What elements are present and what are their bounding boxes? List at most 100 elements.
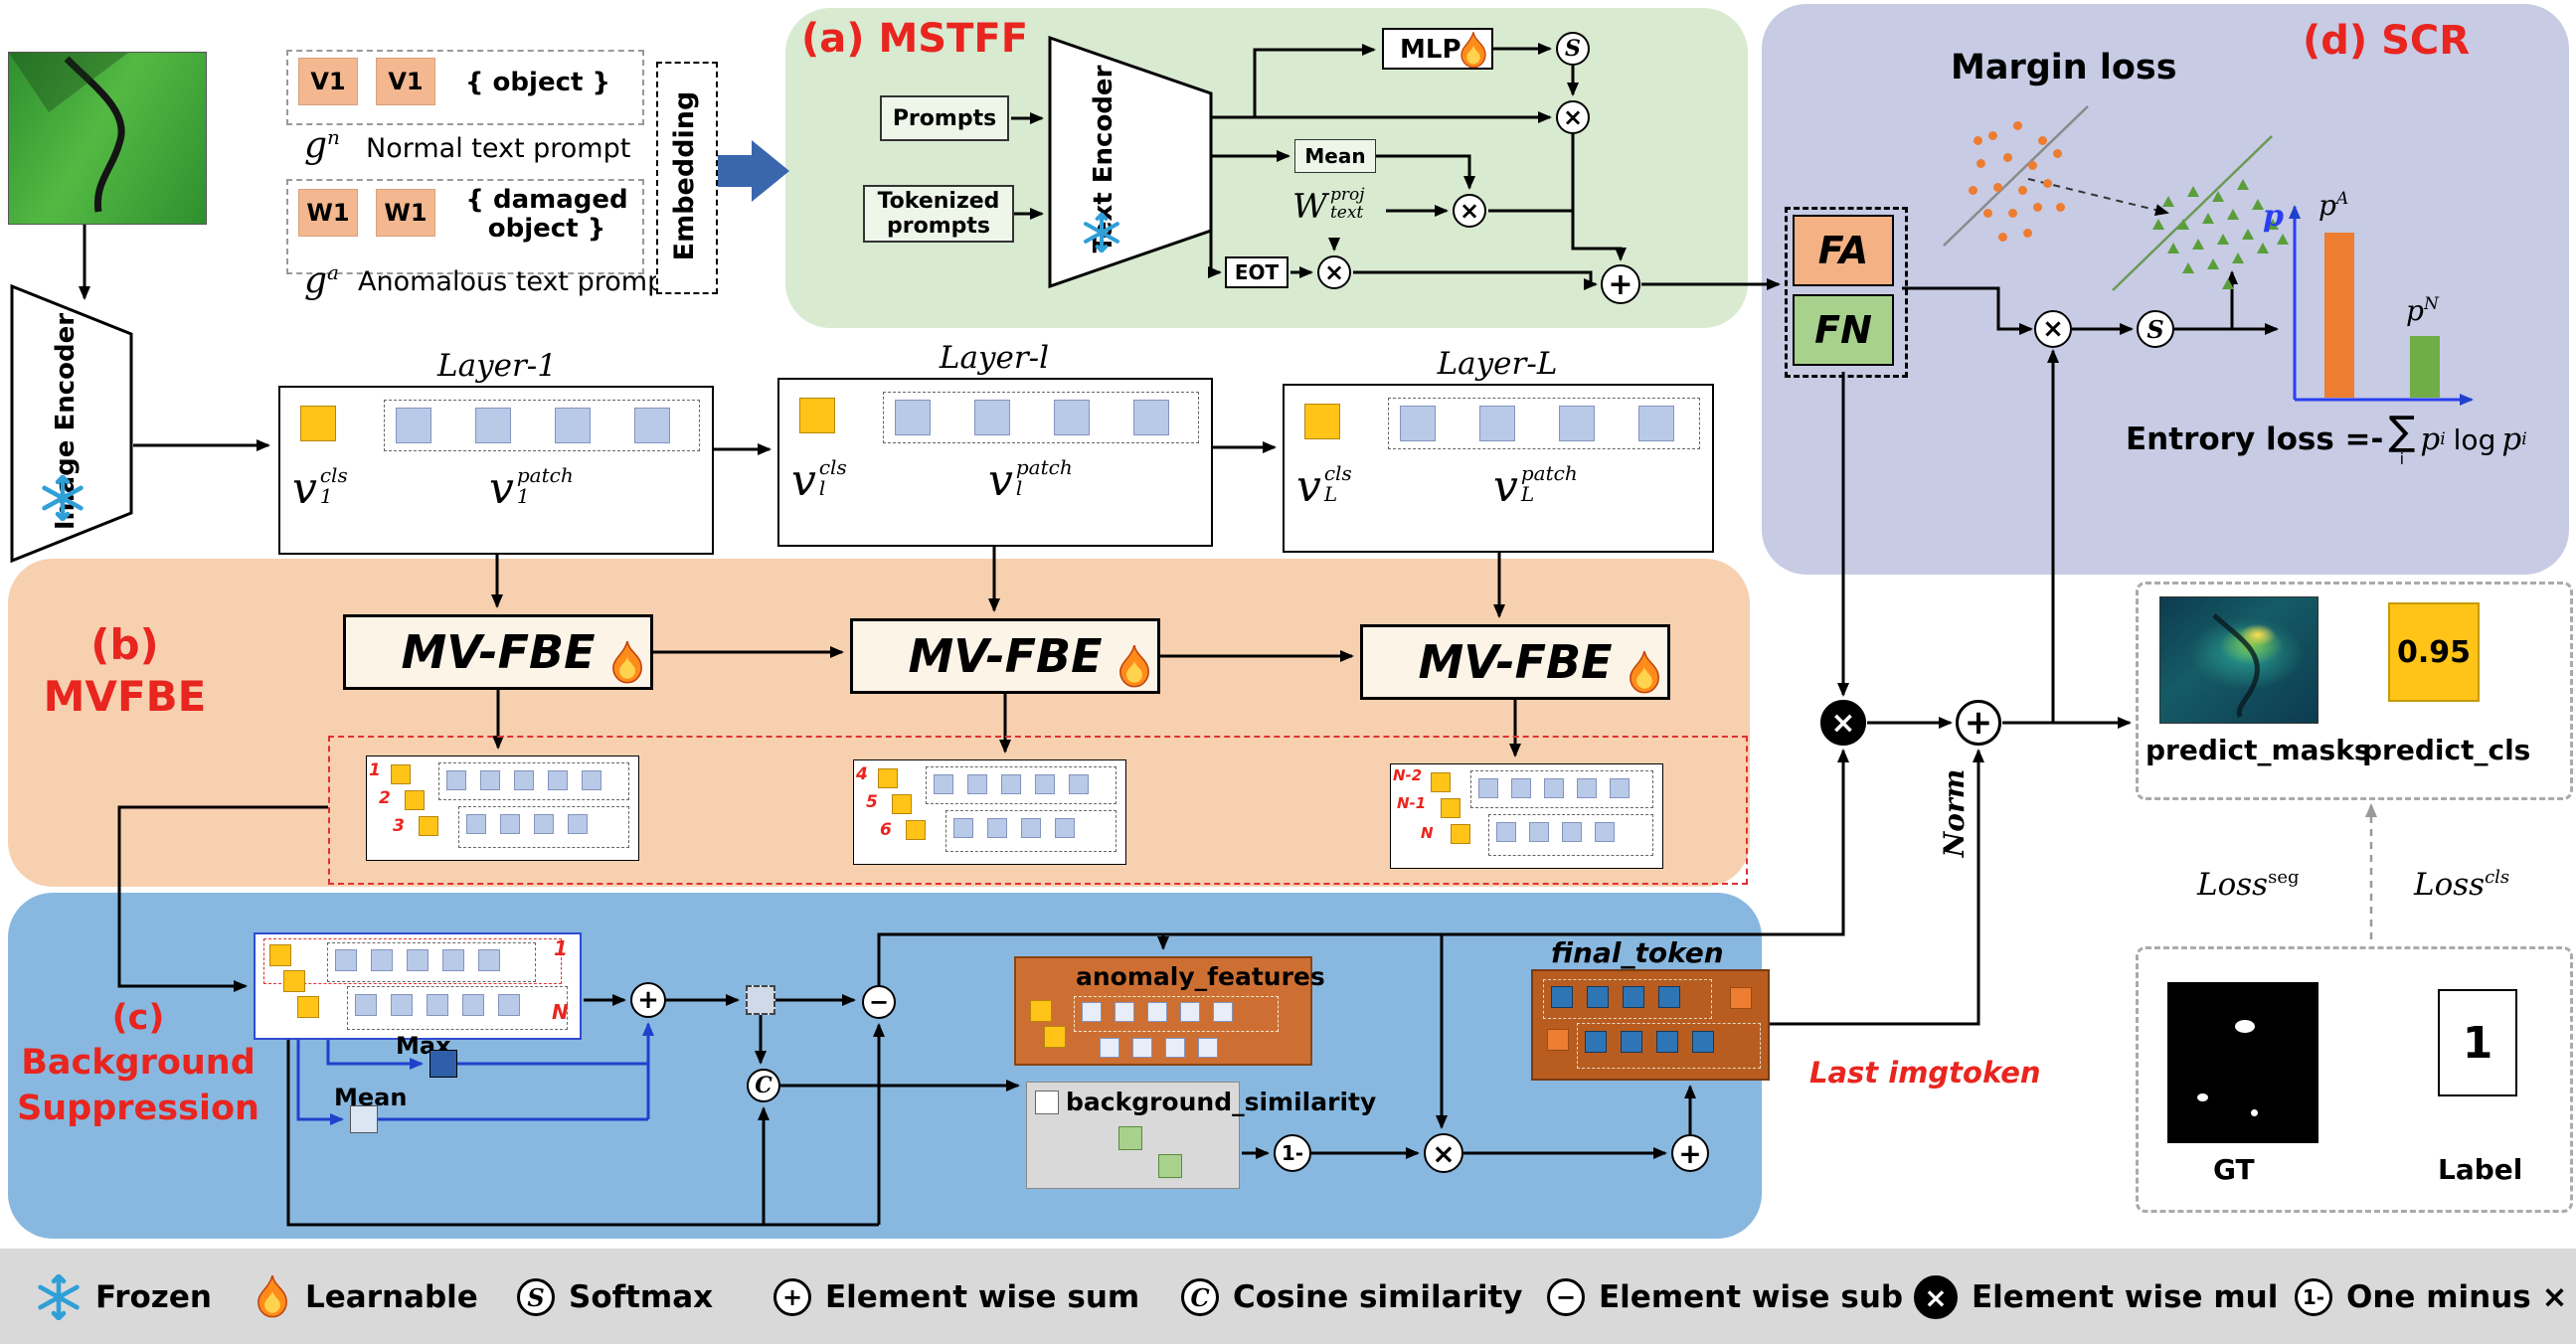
bgsup-token-box: 1 N: [254, 932, 582, 1040]
frozen-icon-image-encoder: [40, 475, 86, 521]
frozen-icon-text-encoder: [1082, 213, 1121, 252]
softmax-circle-scr: S: [2137, 310, 2174, 348]
scr-title: (d) SCR: [2303, 18, 2471, 64]
final-token-box: [1531, 969, 1770, 1081]
embedding-label: Embedding: [669, 90, 700, 261]
prediction-container: [2136, 582, 2573, 800]
mvfbe-block-2: MV-FBE: [850, 618, 1160, 694]
softmax-icon: S: [517, 1278, 555, 1316]
mvfbe-output-outline: [328, 736, 1748, 885]
gt-mask-image: [2167, 982, 2318, 1143]
eot-box: EOT: [1225, 256, 1288, 288]
fa-box: FA: [1793, 215, 1894, 286]
mul-circle-bgsup: ×: [1424, 1133, 1463, 1173]
mvfbe-block-1: MV-FBE: [343, 614, 653, 690]
sum-circle-main: +: [1956, 700, 2001, 746]
input-image: [8, 52, 207, 225]
token-grid: [355, 994, 534, 1016]
token-grid: [335, 949, 514, 971]
mean-feature-square: [350, 1105, 378, 1133]
mvfbe-block-3: MV-FBE: [1360, 624, 1670, 700]
embedding-box: [656, 62, 718, 294]
sum-icon: +: [773, 1278, 811, 1316]
predict-cls-score-box: 0.95: [2388, 602, 2480, 702]
token-grid: [1082, 1002, 1246, 1022]
legend-cosine: C Cosine similarity: [1181, 1274, 1523, 1320]
groundtruth-container: [2136, 946, 2573, 1213]
mvfbe-title: (b)MVFBE: [43, 619, 207, 722]
token-grid: [1478, 778, 1642, 798]
one-minus-circle-bgsup: 1-: [1274, 1134, 1311, 1172]
layer-L-title: Layer-L: [1437, 346, 1558, 382]
mul-circle-mstff-2: ×: [1453, 194, 1486, 228]
cosine-icon: C: [1181, 1278, 1219, 1316]
background-similarity-box: [1026, 1082, 1240, 1189]
damaged-placeholder: { damaged object }: [465, 185, 628, 244]
anomalous-prompt-token-1: W1: [298, 189, 358, 237]
frozen-icon: [36, 1274, 82, 1320]
anomalous-prompt-label: Anomalous text prompt: [358, 266, 675, 297]
final-token-label: final_token: [1551, 936, 1724, 969]
learnable-icon-mlp: [1458, 32, 1489, 70]
token-grid: [1551, 986, 1694, 1008]
learnable-icon-mvfbe-1: [608, 641, 646, 685]
one-minus-icon: 1-: [2295, 1278, 2332, 1316]
mstff-title: (a) MSTFF: [801, 16, 1029, 62]
sub-icon: −: [1547, 1278, 1585, 1316]
learnable-icon-mvfbe-2: [1116, 645, 1153, 689]
max-feature-square: [429, 1050, 457, 1078]
normal-prompt-outline: [286, 50, 644, 125]
sum-circle-mstff: +: [1601, 264, 1640, 304]
layer-l-patch-tokens: [895, 400, 1213, 435]
token-grid: [1100, 1038, 1231, 1058]
legend-sum: + Element wise sum: [773, 1274, 1139, 1320]
prompts-box: Prompts: [880, 95, 1009, 141]
bar-pa: [2324, 233, 2354, 398]
token-grid: [1496, 822, 1628, 842]
tokenized-prompts-box: Tokenized prompts: [863, 185, 1014, 243]
legend-softmax: S Softmax: [517, 1274, 713, 1320]
mul-icon: ×: [1914, 1275, 1958, 1319]
mul-circle-main: ×: [1820, 700, 1866, 746]
normal-prompt-token-1: V1: [298, 58, 358, 105]
gt-label: GT: [2213, 1153, 2255, 1186]
fused-feature-square: [746, 985, 775, 1015]
layer-L-patch-tokens: [1400, 406, 1718, 441]
predict-cls-label: predict_cls: [2362, 734, 2531, 766]
background-similarity-label: background_similarity: [1066, 1088, 1377, 1116]
anomalous-prompt-outline: [286, 179, 644, 274]
legend-mul: × Element wise mul: [1914, 1274, 2278, 1320]
label-label: Label: [2438, 1153, 2523, 1186]
mvfbe-output-tokens-1: 1 2 3: [366, 756, 639, 861]
sum-circle-bgsup-2: +: [1671, 1134, 1709, 1172]
bar-axis-p-label: p: [2263, 199, 2284, 234]
label-value-box: 1: [2438, 989, 2517, 1096]
mvfbe-output-tokens-3: N-2 N-1 N: [1390, 763, 1663, 869]
anomalous-prompt-token-2: W1: [376, 189, 435, 237]
token-grid: [953, 818, 1089, 838]
mean-box: Mean: [1294, 139, 1376, 173]
fn-box: FN: [1793, 294, 1894, 366]
layer-l-title: Layer-l: [939, 340, 1050, 376]
token-grid: [446, 770, 615, 790]
token-grid: [1585, 1031, 1728, 1053]
legend-learnable: Learnable: [254, 1274, 478, 1320]
embedding-fat-arrow: [718, 140, 789, 202]
fa-fn-container: [1785, 207, 1908, 378]
predict-masks-image: [2159, 596, 2318, 724]
cosine-circle-bgsup: C: [747, 1069, 780, 1102]
normal-prompt-label: Normal text prompt: [366, 133, 631, 164]
margin-scatter: [1929, 91, 2336, 305]
learnable-icon-mvfbe-3: [1626, 651, 1663, 695]
token-grid: [934, 774, 1103, 794]
normal-prompt-token-2: V1: [376, 58, 435, 105]
